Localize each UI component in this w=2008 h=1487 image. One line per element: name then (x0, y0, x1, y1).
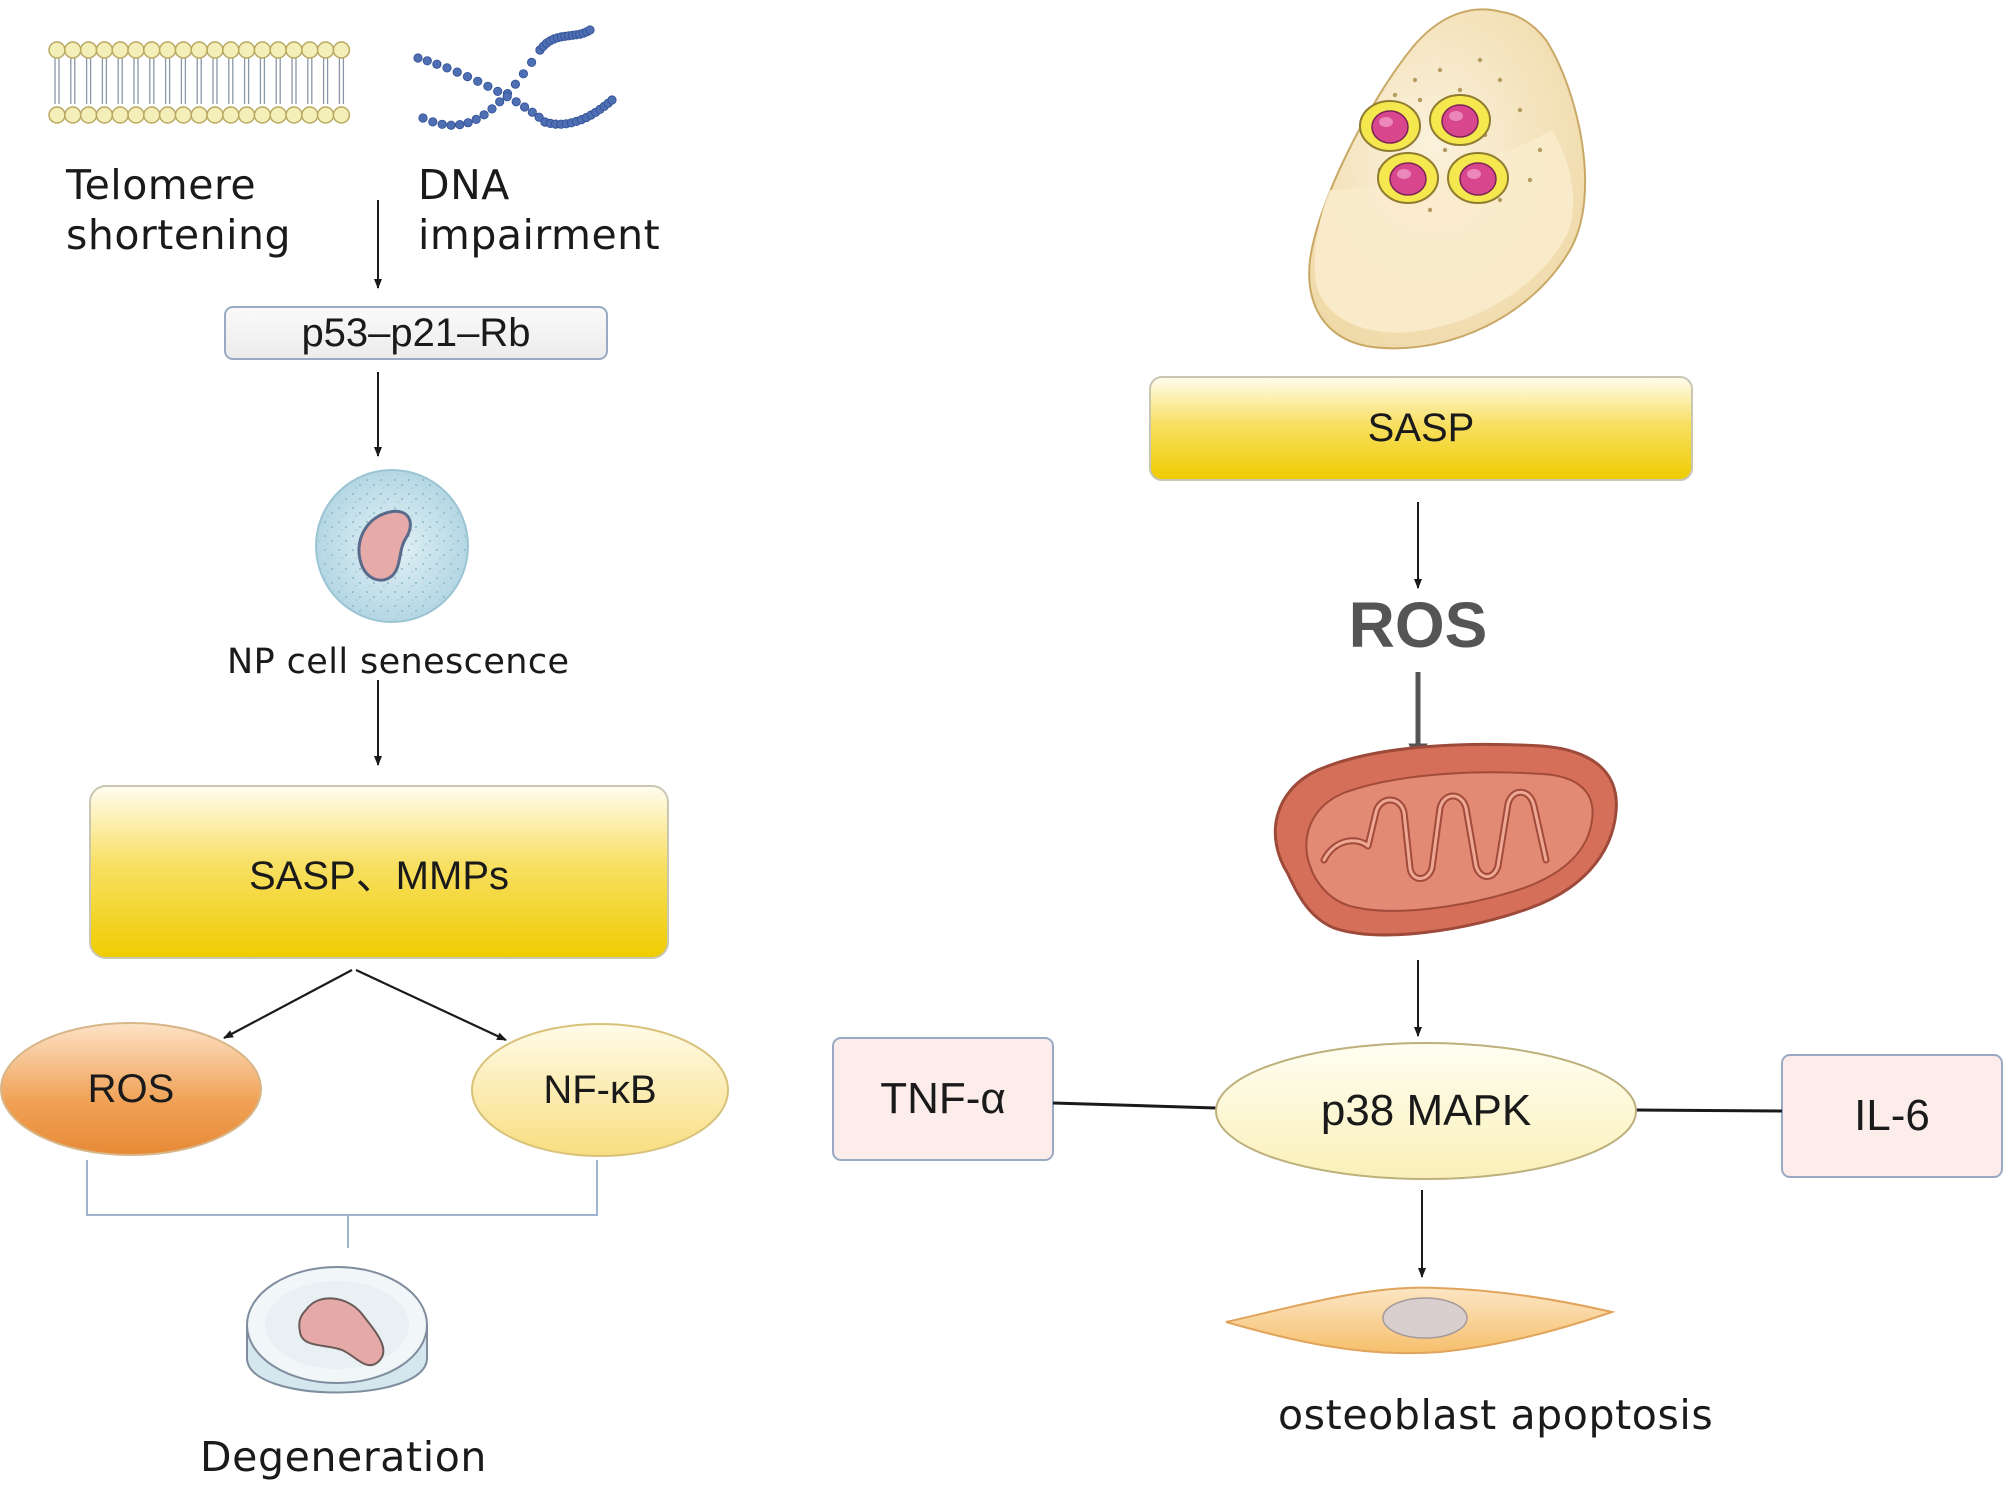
ros-bold-label: ROS (1348, 589, 1488, 661)
np-cell-icon (315, 469, 469, 623)
p38-il6-connector (1635, 1108, 1783, 1113)
sasp-mmps-label: SASP、MMPs (248, 854, 510, 898)
np-cell-label: NP cell senescence (227, 642, 570, 682)
tnf-box-label: TNF-α (880, 1074, 1006, 1123)
p53-box-label: p53–p21–Rb (301, 310, 531, 355)
telomere-icon (48, 41, 351, 124)
bracket-connector (86, 1160, 598, 1248)
tnf-box (832, 1037, 1054, 1161)
bone-cells-icon (1308, 8, 1587, 350)
tnf-p38-connector (1052, 1101, 1217, 1110)
telomere-label: Telomere shortening (66, 161, 291, 260)
dna-label: DNA impairment (418, 161, 661, 260)
arrow-to-nfkb (355, 969, 507, 1041)
ros-oval (0, 1022, 262, 1156)
nfkb-oval (471, 1023, 729, 1157)
osteoblast-icon (1225, 1286, 1616, 1355)
dna-icon (413, 25, 617, 130)
p38-mapk-label: p38 MAPK (1320, 1086, 1532, 1135)
p38-mapk-oval (1215, 1042, 1637, 1180)
mitochondria-icon (1273, 742, 1618, 937)
il6-box-label: IL-6 (1854, 1091, 1930, 1140)
disc-degeneration-icon (246, 1266, 428, 1394)
sasp-box (1149, 376, 1693, 481)
sasp-mmps-box (89, 785, 669, 959)
il6-box (1781, 1054, 2003, 1178)
ros-oval-label: ROS (87, 1066, 175, 1111)
p53-box (224, 306, 608, 360)
sasp-box-label: SASP (1367, 406, 1475, 450)
osteoblast-label: osteoblast apoptosis (1278, 1391, 1714, 1439)
degeneration-label: Degeneration (200, 1433, 487, 1481)
nfkb-oval-label: NF-κB (543, 1067, 657, 1112)
arrow-to-ros (223, 969, 353, 1039)
